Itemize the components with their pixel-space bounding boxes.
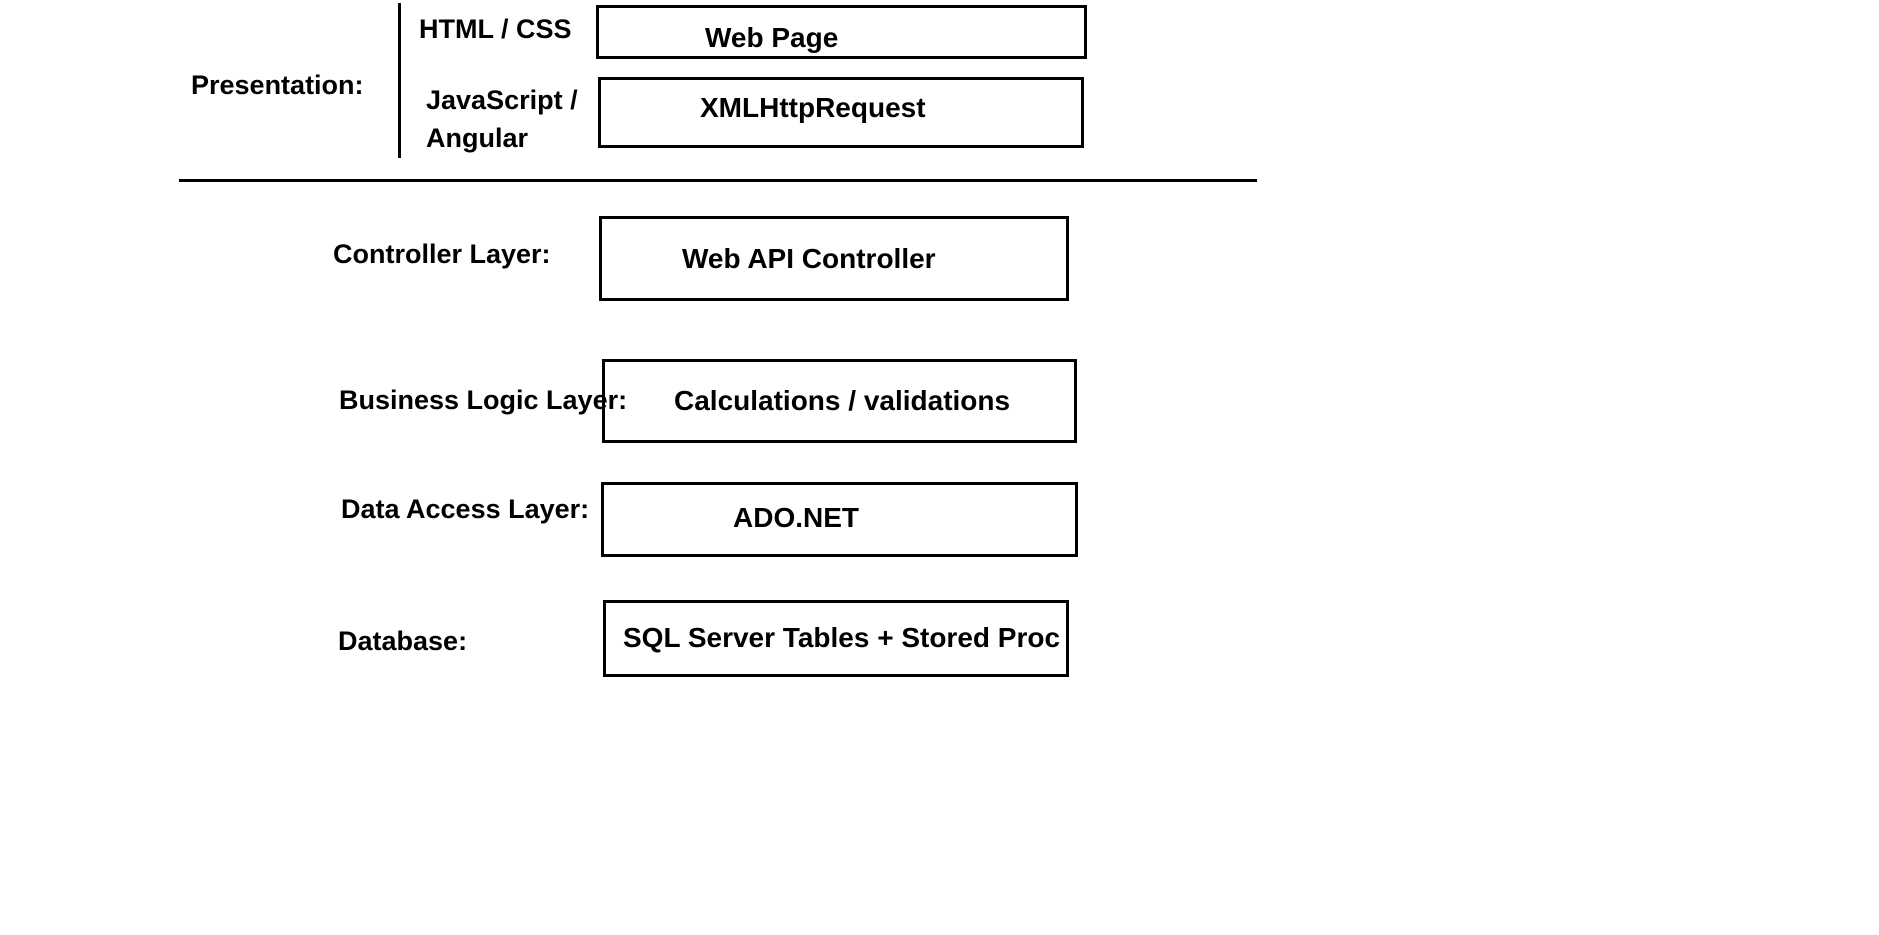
ado-net-box: ADO.NET bbox=[601, 482, 1078, 557]
calculations-validations-box: Calculations / validations bbox=[602, 359, 1077, 443]
xmlhttprequest-box: XMLHttpRequest bbox=[598, 77, 1084, 148]
web-api-controller-box-label: Web API Controller bbox=[682, 243, 936, 274]
database-label: Database: bbox=[338, 626, 468, 656]
presentation-separator-line bbox=[179, 179, 1257, 182]
javascript-label-line1: JavaScript / bbox=[426, 85, 578, 115]
data-access-layer-label: Data Access Layer: bbox=[341, 494, 590, 524]
web-page-box: Web Page bbox=[596, 5, 1087, 59]
presentation-label: Presentation: bbox=[191, 70, 364, 100]
controller-layer-label: Controller Layer: bbox=[333, 239, 551, 269]
calculations-validations-box-label: Calculations / validations bbox=[674, 385, 1011, 416]
presentation-vertical-divider bbox=[398, 3, 401, 158]
web-api-controller-box: Web API Controller bbox=[599, 216, 1069, 301]
javascript-label-line2: Angular bbox=[426, 123, 529, 153]
html-css-label: HTML / CSS bbox=[419, 14, 572, 44]
sql-server-box: SQL Server Tables + Stored Proc bbox=[603, 600, 1069, 677]
web-page-box-label: Web Page bbox=[705, 22, 839, 53]
business-logic-layer-label: Business Logic Layer: bbox=[339, 385, 628, 415]
ado-net-box-label: ADO.NET bbox=[733, 502, 859, 533]
xmlhttprequest-box-label: XMLHttpRequest bbox=[700, 92, 926, 123]
sql-server-box-label: SQL Server Tables + Stored Proc bbox=[623, 622, 1061, 653]
